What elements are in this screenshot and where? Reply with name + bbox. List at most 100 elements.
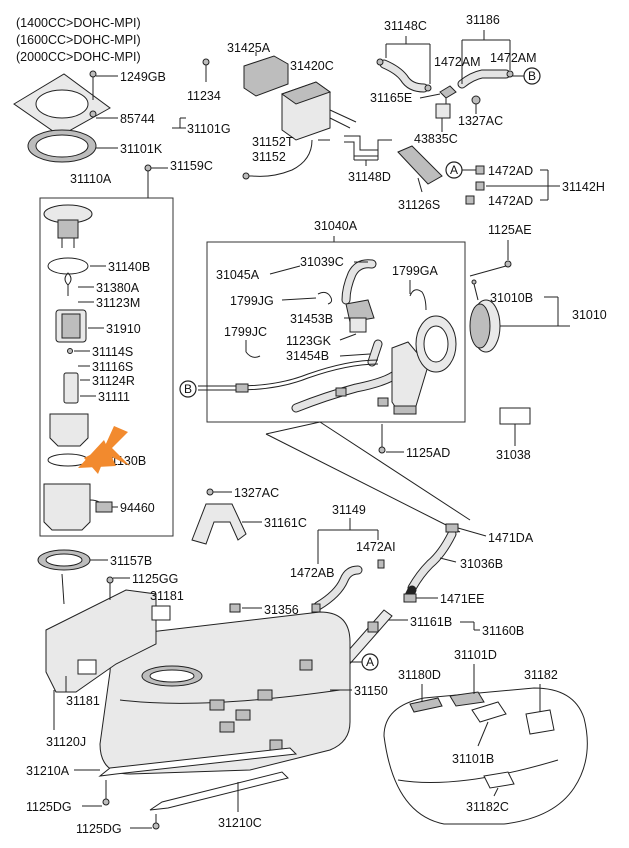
label-31380a: 31380A bbox=[96, 281, 140, 295]
fuel-cap bbox=[469, 279, 501, 353]
label-31101g: 31101G bbox=[187, 122, 231, 136]
fuel-pump-module-box bbox=[39, 197, 174, 537]
label-94460: 94460 bbox=[120, 501, 155, 515]
canister-bracket bbox=[243, 55, 289, 97]
label-1471da: 1471DA bbox=[488, 531, 534, 545]
label-1125dg-2: 1125DG bbox=[76, 822, 122, 836]
label-1799ga: 1799GA bbox=[392, 264, 439, 278]
ref-b-text-top: B bbox=[528, 69, 536, 83]
label-31123m: 31123M bbox=[96, 296, 140, 310]
ref-b-text-filler: B bbox=[184, 382, 192, 396]
label-31142h: 31142H bbox=[562, 180, 605, 194]
label-31148d: 31148D bbox=[348, 170, 391, 184]
label-31116s: 31116S bbox=[92, 360, 133, 374]
part-31038 bbox=[499, 407, 531, 425]
pad-31101d bbox=[449, 691, 485, 707]
label-31101d: 31101D bbox=[454, 648, 497, 662]
label-31356: 31356 bbox=[264, 603, 299, 617]
fuel-pump-module-parts bbox=[43, 204, 118, 531]
pipe-31148d bbox=[344, 135, 392, 151]
bracket-31161c bbox=[191, 503, 247, 545]
label-1472am-2: 1472AM bbox=[490, 51, 537, 65]
engine-note-1400cc: (1400CC>DOHC-MPI) bbox=[16, 16, 141, 30]
label-1125ae: 1125AE bbox=[488, 223, 532, 237]
label-31045a: 31045A bbox=[216, 268, 260, 282]
fuel-pump-motor bbox=[63, 372, 79, 404]
filler-neck-parts bbox=[198, 259, 457, 415]
label-31420c: 31420C bbox=[290, 59, 334, 73]
engine-variant-notes: (1400CC>DOHC-MPI) (1600CC>DOHC-MPI) (200… bbox=[16, 16, 141, 64]
heat-shield bbox=[45, 576, 171, 693]
label-1125gg: 1125GG bbox=[132, 572, 178, 586]
label-1472ad-1: 1472AD bbox=[488, 164, 533, 178]
label-31149: 31149 bbox=[332, 503, 366, 517]
label-31152: 31152 bbox=[252, 150, 286, 164]
ref-a-marker-tank bbox=[361, 653, 379, 671]
heat-shield-body bbox=[45, 589, 157, 693]
pump-cover-opening bbox=[35, 89, 89, 119]
label-31101k: 31101K bbox=[120, 142, 163, 156]
label-31186: 31186 bbox=[466, 13, 500, 27]
valve-31453b bbox=[345, 299, 375, 323]
label-31126s: 31126S bbox=[398, 198, 440, 212]
fuel-pump-cover-group bbox=[13, 70, 186, 163]
label-31039c: 31039C bbox=[300, 255, 344, 269]
canister-group bbox=[202, 52, 514, 193]
label-31160b: 31160B bbox=[482, 624, 524, 638]
label-1125dg-1: 1125DG bbox=[26, 800, 72, 814]
label-31120j: 31120J bbox=[46, 735, 86, 749]
label-31114s: 31114S bbox=[92, 345, 133, 359]
fuel-tank bbox=[99, 611, 351, 775]
label-31161c: 31161C bbox=[264, 516, 307, 530]
label-31150: 31150 bbox=[354, 684, 388, 698]
vent-hose bbox=[246, 139, 313, 177]
label-1125ad: 1125AD bbox=[406, 446, 450, 460]
engine-note-2000cc: (2000CC>DOHC-MPI) bbox=[16, 50, 141, 64]
label-31110a: 31110A bbox=[70, 172, 112, 186]
filler-neck-assembly-box bbox=[206, 241, 466, 423]
label-31157b: 31157B bbox=[110, 554, 152, 568]
label-1472ab: 1472AB bbox=[290, 566, 334, 580]
label-43835c: 43835C bbox=[414, 132, 458, 146]
label-31181-b: 31181 bbox=[66, 694, 100, 708]
label-1799jg: 1799JG bbox=[230, 294, 274, 308]
label-1799jc: 1799JC bbox=[224, 325, 267, 339]
sender-unit bbox=[95, 501, 113, 513]
label-31101b: 31101B bbox=[452, 752, 494, 766]
label-11234: 11234 bbox=[187, 89, 221, 103]
label-31453b: 31453B bbox=[290, 312, 333, 326]
label-31010: 31010 bbox=[572, 308, 607, 322]
pump-bracket bbox=[43, 483, 91, 531]
label-1472am-1: 1472AM bbox=[434, 55, 481, 69]
ref-b-marker-filler bbox=[179, 380, 197, 398]
pad-31180d bbox=[409, 697, 443, 713]
label-31182: 31182 bbox=[524, 668, 558, 682]
bolt-85744 bbox=[89, 110, 97, 118]
label-31161b: 31161B bbox=[410, 615, 452, 629]
label-31010b: 31010B bbox=[490, 291, 533, 305]
ref-a-text-top: A bbox=[450, 163, 458, 177]
label-1472ad-2: 1472AD bbox=[488, 194, 533, 208]
label-31040a: 31040A bbox=[314, 219, 358, 233]
label-31124r: 31124R bbox=[92, 374, 135, 388]
label-1327ac-bottom: 1327AC bbox=[234, 486, 279, 500]
pad-31182c bbox=[483, 771, 515, 789]
label-1327ac-top: 1327AC bbox=[458, 114, 503, 128]
label-31910: 31910 bbox=[106, 322, 141, 336]
label-31182c: 31182C bbox=[466, 800, 509, 814]
label-1471ee: 1471EE bbox=[440, 592, 484, 606]
label-31148c: 31148C bbox=[384, 19, 427, 33]
label-31159c: 31159C bbox=[170, 159, 213, 173]
label-31210c: 31210C bbox=[218, 816, 262, 830]
pad-31101b bbox=[471, 701, 507, 723]
pump-o-ring bbox=[47, 257, 89, 275]
strap-31210c bbox=[149, 771, 289, 811]
label-31152t: 31152T bbox=[252, 135, 294, 149]
engine-note-1600cc: (1600CC>DOHC-MPI) bbox=[16, 33, 141, 47]
filter-31126s bbox=[397, 145, 443, 185]
bolt-1249gb bbox=[89, 70, 97, 78]
label-1123gk: 1123GK bbox=[286, 334, 332, 348]
label-85744: 85744 bbox=[120, 112, 155, 126]
strap-31210a bbox=[98, 747, 298, 777]
